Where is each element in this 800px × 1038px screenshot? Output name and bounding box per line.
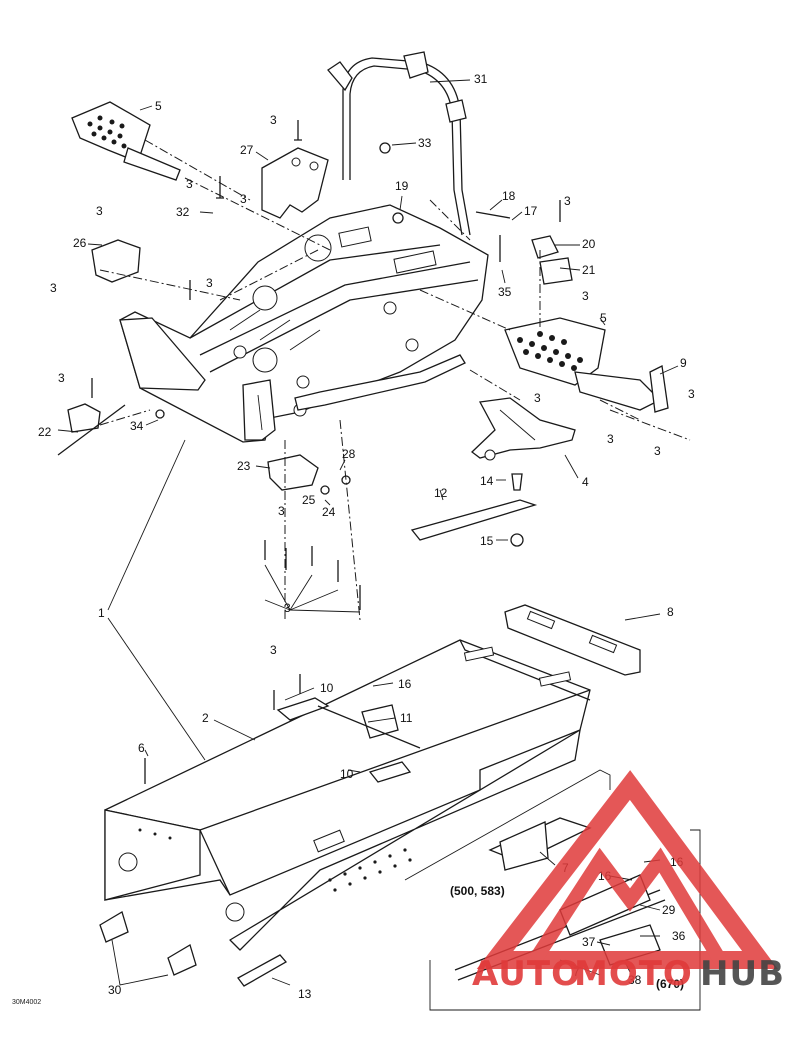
callout-20: 20 xyxy=(582,237,596,251)
callout-16: 16 xyxy=(398,677,412,691)
watermark-triangle-icon xyxy=(476,770,778,969)
callout-10: 10 xyxy=(340,767,354,781)
callout-15: 15 xyxy=(480,534,494,548)
bar-12 xyxy=(410,499,538,541)
variant-label-500-583: (500, 583) xyxy=(450,884,505,898)
callout-21: 21 xyxy=(582,263,596,277)
callout-19: 19 xyxy=(395,179,409,193)
footrest-5-left xyxy=(71,101,181,181)
callout-3: 3 xyxy=(186,177,193,191)
plate-26 xyxy=(91,239,141,283)
callout-2: 2 xyxy=(202,711,209,725)
callout-22: 22 xyxy=(38,425,52,439)
callout-3: 3 xyxy=(58,371,65,385)
bracket-22 xyxy=(57,403,126,456)
bracket-4 xyxy=(470,397,576,461)
bracket-9 xyxy=(649,365,669,413)
watermark-word-hub: HUB xyxy=(700,954,785,994)
pin-13 xyxy=(237,954,288,987)
callout-6: 6 xyxy=(138,741,145,755)
callout-29: 29 xyxy=(662,903,676,917)
callout-3: 3 xyxy=(240,192,247,206)
callout-27: 27 xyxy=(240,143,254,157)
callout-14: 14 xyxy=(480,474,494,488)
callout-5: 5 xyxy=(155,99,162,113)
callout-1: 1 xyxy=(98,606,105,620)
callout-5: 5 xyxy=(600,311,607,325)
callout-32: 32 xyxy=(176,205,190,219)
callout-34: 34 xyxy=(130,419,144,433)
callout-17: 17 xyxy=(524,204,538,218)
rear-plate-8 xyxy=(504,604,641,676)
callout-4: 4 xyxy=(582,475,589,489)
watermark-text: AUTO MOTO HUB xyxy=(472,954,785,994)
callout-3: 3 xyxy=(564,194,571,208)
reference-code: 30M4002 xyxy=(12,999,41,1006)
callout-3: 3 xyxy=(270,113,277,127)
callout-28: 28 xyxy=(342,447,356,461)
callout-3: 3 xyxy=(96,204,103,218)
callout-26: 26 xyxy=(73,236,87,250)
callout-3: 3 xyxy=(284,601,291,615)
steering-support-tube xyxy=(327,51,471,236)
callout-23: 23 xyxy=(237,459,251,473)
callout-12: 12 xyxy=(434,486,448,500)
callout-31: 31 xyxy=(474,72,488,86)
callout-3: 3 xyxy=(206,276,213,290)
callout-8: 8 xyxy=(667,605,674,619)
callout-25: 25 xyxy=(302,493,316,507)
callout-11: 11 xyxy=(400,711,413,725)
callout-37: 37 xyxy=(582,935,596,949)
callout-13: 13 xyxy=(298,987,312,1001)
callout-7: 7 xyxy=(573,965,580,979)
front-frame xyxy=(119,204,489,443)
callout-3: 3 xyxy=(50,281,57,295)
callout-9: 9 xyxy=(680,356,687,370)
leader-lines xyxy=(57,79,679,986)
callout-3: 3 xyxy=(654,444,661,458)
bracket-27 xyxy=(261,147,329,219)
callout-3: 3 xyxy=(270,643,277,657)
footrest-5-right xyxy=(504,317,662,411)
callout-33: 33 xyxy=(418,136,432,150)
fasteners xyxy=(91,120,561,784)
callout-38: 38 xyxy=(628,973,642,987)
watermark-logo xyxy=(476,770,778,969)
plates-30 xyxy=(99,911,197,976)
bracket-20-21 xyxy=(531,235,573,285)
callout-3: 3 xyxy=(688,387,695,401)
hinge-23 xyxy=(267,454,319,491)
watermark-word-auto: AUTO xyxy=(472,954,581,994)
callout-3: 3 xyxy=(607,432,614,446)
callout-35: 35 xyxy=(498,285,512,299)
tunnel xyxy=(104,639,591,951)
variant-label-670: (670) xyxy=(656,977,684,991)
callout-10: 10 xyxy=(320,681,334,695)
brackets-10-11 xyxy=(276,697,421,783)
callout-30: 30 xyxy=(108,983,122,997)
assembly-lines xyxy=(99,139,691,621)
callout-3: 3 xyxy=(534,391,541,405)
watermark-word-moto: MOTO xyxy=(574,954,693,994)
callout-24: 24 xyxy=(322,505,336,519)
callout-3: 3 xyxy=(582,289,589,303)
callout-18: 18 xyxy=(502,189,516,203)
callout-36: 36 xyxy=(672,929,686,943)
callout-3: 3 xyxy=(278,504,285,518)
